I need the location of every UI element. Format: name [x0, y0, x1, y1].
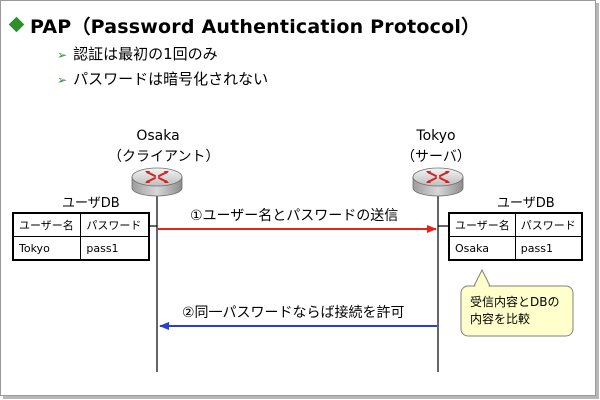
server-role-label: （サーバ）	[401, 149, 471, 165]
bullet-arrow-icon: ➢	[57, 73, 68, 87]
cell-username: Osaka	[448, 236, 516, 261]
client-role-label: （クライアント）	[108, 149, 220, 165]
client-router-icon	[131, 167, 183, 197]
client-db-title: ユーザDB	[62, 196, 120, 211]
cell-username: Tokyo	[12, 236, 82, 261]
slide-title: PAP（Password Authentication Protocol）	[30, 16, 481, 38]
column-header-username: ユーザー名	[12, 212, 82, 237]
bullet-text: 認証は最初の1回のみ	[73, 45, 218, 63]
callout-line: 受信内容とDBの	[470, 295, 560, 309]
permit-message-label: ②同一パスワードならば接続を許可	[182, 305, 405, 321]
column-header-password: パスワード	[514, 212, 583, 237]
table-row: Tokyo pass1	[12, 236, 150, 261]
server-db-title: ユーザDB	[497, 196, 555, 211]
callout-text: 受信内容とDBの 内容を比較	[470, 294, 559, 328]
send-message-label: ①ユーザー名とパスワードの送信	[190, 208, 399, 224]
bullet-item: ➢ 認証は最初の1回のみ	[57, 43, 218, 64]
client-name-label: Osaka	[136, 128, 180, 144]
table-header-row: ユーザー名 パスワード	[448, 212, 583, 237]
column-header-password: パスワード	[80, 212, 150, 237]
callout-line: 内容を比較	[470, 312, 531, 326]
table-header-row: ユーザー名 パスワード	[12, 212, 150, 237]
server-router-icon	[412, 167, 464, 197]
server-name-label: Tokyo	[416, 128, 456, 144]
bullet-arrow-icon: ➢	[57, 48, 68, 62]
callout-bubble	[460, 285, 574, 337]
table-row: Osaka pass1	[448, 236, 583, 261]
column-header-username: ユーザー名	[448, 212, 516, 237]
server-user-db-table: ユーザー名 パスワード Osaka pass1	[448, 212, 583, 261]
client-user-db-table: ユーザー名 パスワード Tokyo pass1	[12, 212, 150, 261]
bullet-item: ➢ パスワードは暗号化されない	[57, 68, 268, 89]
cell-password: pass1	[80, 236, 150, 261]
cell-password: pass1	[514, 236, 583, 261]
bullet-text: パスワードは暗号化されない	[73, 70, 269, 88]
